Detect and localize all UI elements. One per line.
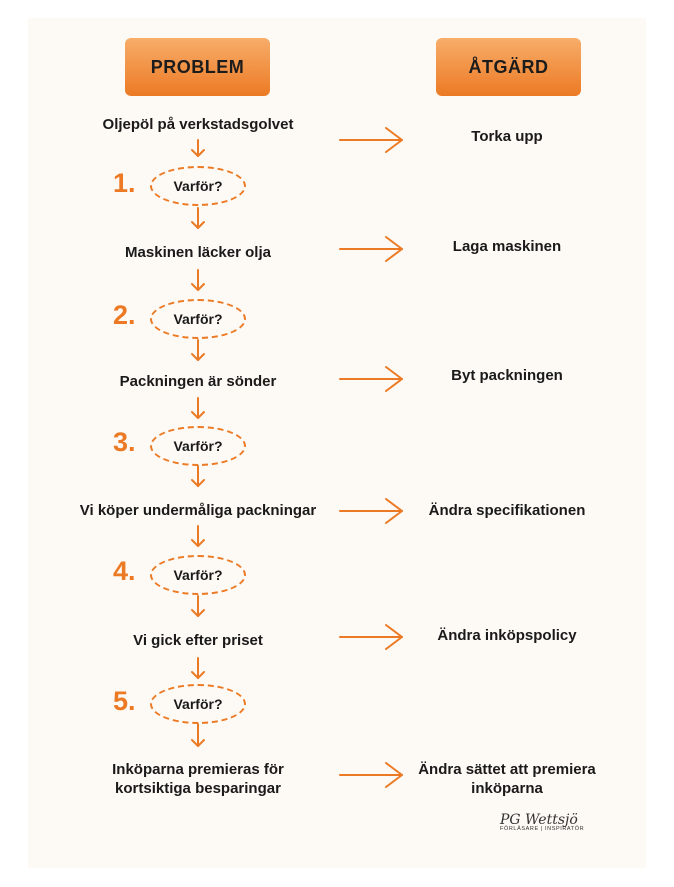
problem-6: Inköparna premieras för kortsiktiga besp… bbox=[112, 761, 284, 797]
action-4: Ändra specifikationen bbox=[428, 502, 586, 519]
down-arrow-4 bbox=[191, 339, 205, 361]
action-1: Torka upp bbox=[471, 128, 543, 145]
down-arrow-7 bbox=[191, 525, 205, 547]
step-number-5: 5. bbox=[113, 686, 136, 716]
why-bubble-3: Varför? bbox=[150, 426, 246, 466]
step-number-1: 1. bbox=[113, 168, 136, 198]
logo-tagline: FÖRLÄSARE | INSPIRATÖR bbox=[500, 826, 585, 832]
step-number-4: 4. bbox=[113, 556, 136, 586]
action-3: Byt packningen bbox=[451, 367, 563, 384]
why-bubble-5: Varför? bbox=[150, 684, 246, 724]
right-arrow-3 bbox=[339, 366, 403, 392]
right-arrow-5 bbox=[339, 624, 403, 650]
right-arrow-4 bbox=[339, 498, 403, 524]
diagram-background bbox=[28, 18, 646, 868]
action-2: Laga maskinen bbox=[452, 238, 562, 255]
problem-1: Oljepöl på verkstadsgolvet bbox=[102, 116, 294, 133]
down-arrow-3 bbox=[191, 269, 205, 291]
down-arrow-5 bbox=[191, 397, 205, 419]
logo-name: PG Wettsjö bbox=[500, 812, 578, 828]
down-arrow-9 bbox=[191, 657, 205, 679]
down-arrow-6 bbox=[191, 465, 205, 487]
down-arrow-1 bbox=[191, 139, 205, 157]
down-arrow-2 bbox=[191, 207, 205, 229]
down-arrow-10 bbox=[191, 723, 205, 747]
why-bubble-4: Varför? bbox=[150, 555, 246, 595]
right-arrow-2 bbox=[339, 236, 403, 262]
step-number-2: 2. bbox=[113, 300, 136, 330]
step-number-3: 3. bbox=[113, 427, 136, 457]
why-bubble-2: Varför? bbox=[150, 299, 246, 339]
down-arrow-8 bbox=[191, 595, 205, 617]
action-5: Ändra inköpspolicy bbox=[437, 627, 577, 644]
brand-logo: PG Wettsjö FÖRLÄSARE | INSPIRATÖR bbox=[500, 812, 610, 842]
problem-header: PROBLEM bbox=[125, 38, 270, 96]
problem-3: Packningen är sönder bbox=[119, 373, 277, 390]
action-header: ÅTGÄRD bbox=[436, 38, 581, 96]
right-arrow-1 bbox=[339, 127, 403, 153]
problem-5: Vi gick efter priset bbox=[133, 632, 263, 649]
problem-4: Vi köper undermåliga packningar bbox=[79, 502, 317, 519]
action-6: Ändra sättet att premiera inköparna bbox=[418, 761, 596, 797]
why-bubble-1: Varför? bbox=[150, 166, 246, 206]
right-arrow-6 bbox=[339, 762, 403, 788]
problem-2: Maskinen läcker olja bbox=[125, 244, 271, 261]
